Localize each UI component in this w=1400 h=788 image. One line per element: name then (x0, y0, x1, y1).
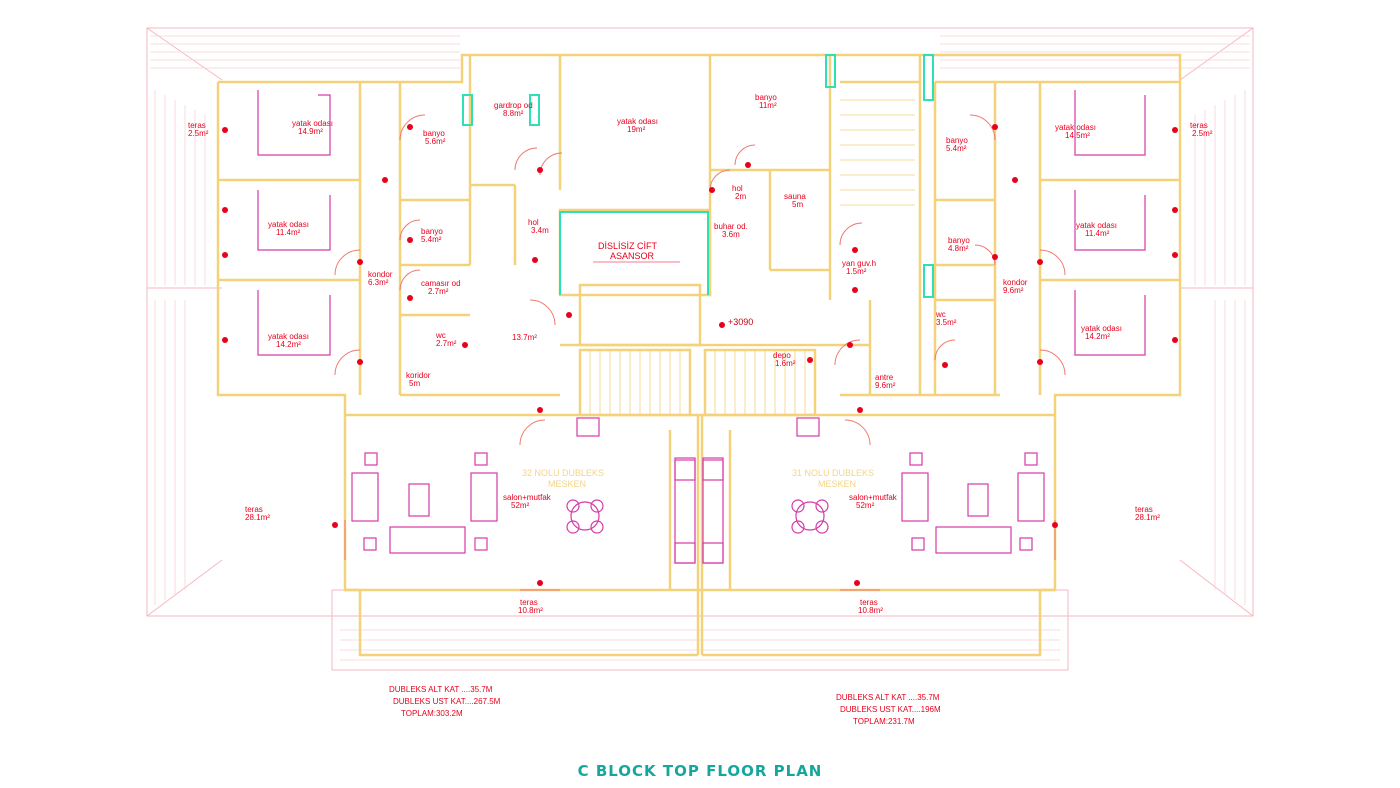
room-area: 2.5m² (188, 129, 209, 138)
room-name: banyo (421, 227, 443, 236)
room-name: yatak odası (1076, 221, 1117, 230)
windows (462, 54, 934, 298)
room-area: 10.8m² (518, 606, 543, 615)
page-caption: C BLOCK TOP FLOOR PLAN (577, 762, 823, 780)
room-name: antre (875, 373, 894, 382)
room-area: 8.8m² (503, 109, 524, 118)
room-area: 3.4m (531, 226, 549, 235)
room-name: teras (188, 121, 206, 130)
room-area: 9.6m² (875, 381, 896, 390)
room-area: 14.2m² (1085, 332, 1110, 341)
room-area: 14.5m² (1065, 131, 1090, 140)
room-area: 5m (409, 379, 420, 388)
summary-line: DUBLEKS UST KAT....196M (840, 705, 941, 714)
area-summary-right: DUBLEKS ALT KAT ....35.7M DUBLEKS UST KA… (836, 693, 941, 726)
room-name: hol (732, 184, 743, 193)
room-area: 11m² (759, 101, 777, 110)
room-name: camasır od (421, 279, 461, 288)
elevation-mark: +3090 (728, 317, 753, 327)
room-area: 2m (735, 192, 746, 201)
elevator-label: DİSLİSİZ CİFT ASANSOR (593, 241, 680, 263)
room-name: gardrop od (494, 101, 533, 110)
markers (222, 124, 1178, 586)
room-area: 9.6m² (1003, 286, 1024, 295)
roof-hatching (150, 35, 1250, 661)
apartment-31-label: 31 NOLU DUBLEKS (792, 468, 874, 478)
elevator-line2: ASANSOR (610, 251, 655, 261)
room-name: salon+mutfak (849, 493, 898, 502)
room-name: salon+mutfak (503, 493, 552, 502)
room-area: 2.5m² (1192, 129, 1213, 138)
apartment-32-type: MESKEN (548, 479, 586, 489)
room-area: 10.8m² (858, 606, 883, 615)
summary-line: TOPLAM:231.7M (853, 717, 915, 726)
room-name: teras (1190, 121, 1208, 130)
room-name: teras (1135, 505, 1153, 514)
room-area: 3.6m (722, 230, 740, 239)
room-name: depo (773, 351, 791, 360)
room-name: yatak odası (292, 119, 333, 128)
room-area: 28.1m² (1135, 513, 1160, 522)
room-area: 14.9m² (298, 127, 323, 136)
room-name: wc (435, 331, 446, 340)
room-area: 5m (792, 200, 803, 209)
room-name: kondor (368, 270, 393, 279)
area-summary-left: DUBLEKS ALT KAT ....35.7M DUBLEKS UST KA… (389, 685, 501, 718)
roof-outline (146, 27, 1254, 671)
apartment-31-type: MESKEN (818, 479, 856, 489)
room-area: 14.2m² (276, 340, 301, 349)
room-area: 13.7m² (512, 333, 537, 342)
room-name: yan guv.h (842, 259, 876, 268)
room-name: banyo (946, 136, 968, 145)
room-name: teras (520, 598, 538, 607)
room-area: 5.6m² (425, 137, 446, 146)
summary-line: DUBLEKS ALT KAT ....35.7M (389, 685, 493, 694)
room-area: 5.4m² (421, 235, 442, 244)
room-area: 52m² (511, 501, 530, 510)
summary-line: TOPLAM:303.2M (401, 709, 463, 718)
room-area: 11.4m² (276, 228, 301, 237)
door-swings (334, 114, 1066, 591)
room-name: teras (245, 505, 263, 514)
room-name: banyo (423, 129, 445, 138)
room-name: kondor (1003, 278, 1028, 287)
room-name: hol (528, 218, 539, 227)
room-name: banyo (948, 236, 970, 245)
furniture (257, 90, 1146, 564)
room-name: yatak odası (1055, 123, 1096, 132)
room-area: 52m² (856, 501, 875, 510)
room-name: yatak odası (268, 220, 309, 229)
room-area: 4.8m² (948, 244, 969, 253)
walls (216, 53, 1182, 657)
room-name: sauna (784, 192, 806, 201)
room-name: teras (860, 598, 878, 607)
room-name: koridor (406, 371, 431, 380)
apartment-32-label: 32 NOLU DUBLEKS (522, 468, 604, 478)
summary-line: DUBLEKS ALT KAT ....35.7M (836, 693, 940, 702)
elevator-line1: DİSLİSİZ CİFT (598, 241, 658, 251)
room-name: yatak odası (1081, 324, 1122, 333)
room-name: buhar od. (714, 222, 748, 231)
summary-line: DUBLEKS UST KAT....267.5M (393, 697, 501, 706)
room-area: 1.5m² (846, 267, 867, 276)
room-name: banyo (755, 93, 777, 102)
room-area: 5.4m² (946, 144, 967, 153)
room-labels: teras 2.5m² yatak odası 14.9m² banyo 5.6… (188, 93, 1213, 615)
room-area: 11.4m² (1085, 229, 1110, 238)
room-area: 19m² (627, 125, 646, 134)
room-name: yatak odası (268, 332, 309, 341)
room-area: 2.7m² (428, 287, 449, 296)
stairs (589, 99, 915, 415)
room-name: yatak odası (617, 117, 658, 126)
room-area: 6.3m² (368, 278, 389, 287)
room-area: 2.7m² (436, 339, 457, 348)
room-area: 1.6m² (775, 359, 796, 368)
room-area: 28.1m² (245, 513, 270, 522)
room-name: wc (935, 310, 946, 319)
room-area: 3.5m² (936, 318, 957, 327)
